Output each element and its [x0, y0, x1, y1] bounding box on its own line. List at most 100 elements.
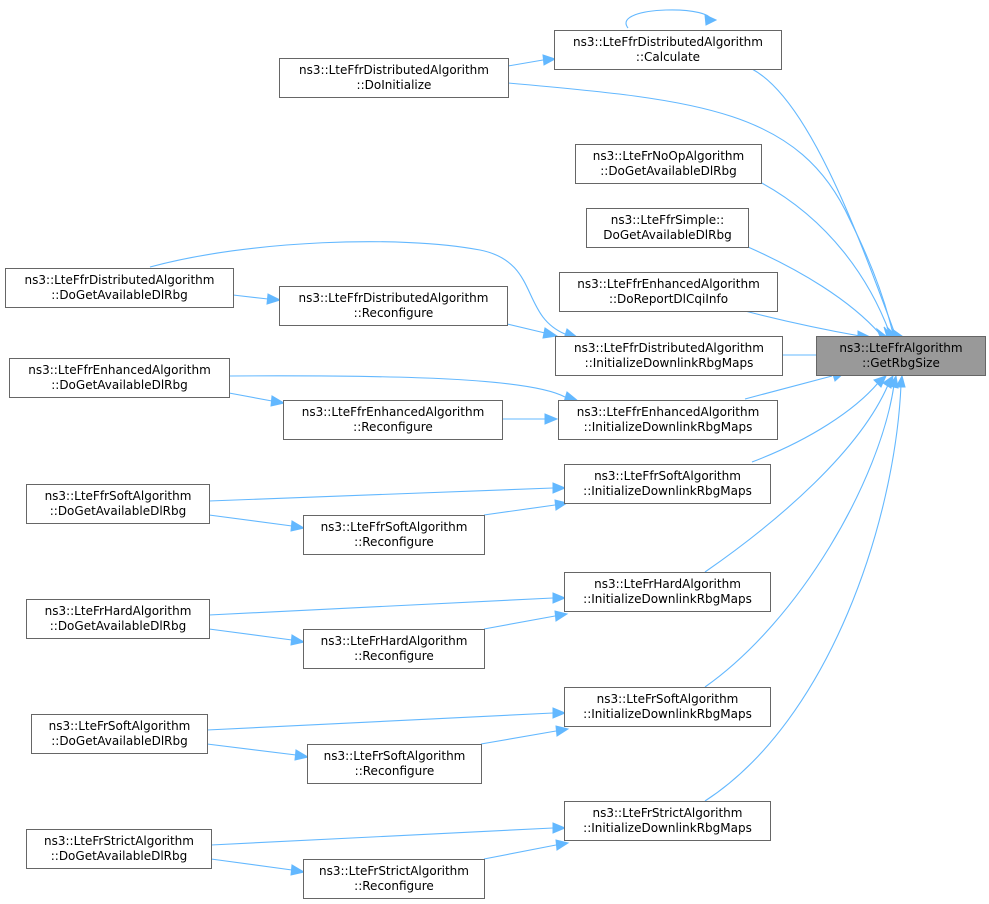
node-line1: ns3::LteFfrEnhancedAlgorithm: [301, 405, 485, 419]
node-line2: ::DoGetAvailableDlRbg: [51, 378, 188, 392]
node-line2: ::InitializeDownlinkRbgMaps: [583, 420, 753, 434]
arrowhead: [873, 375, 887, 388]
node-line1: ns3::LteFrStrictAlgorithm: [592, 806, 743, 820]
arrowhead: [555, 839, 570, 851]
node-ffrsimple-dogetavailabledlrbg[interactable]: ns3::LteFfrSimple:: DoGetAvailableDlRbg: [586, 208, 749, 248]
edge-dist-doinit-to-calculate: [507, 59, 544, 67]
node-line2: ::Reconfigure: [354, 879, 434, 893]
node-enhanced-doreportdlcqiinfo[interactable]: ns3::LteFfrEnhancedAlgorithm ::DoReportD…: [559, 272, 778, 312]
node-ffrsoft-initializedownlinkrbgmaps[interactable]: ns3::LteFfrSoftAlgorithm ::InitializeDow…: [564, 464, 771, 504]
edge-frhard-initmaps-to-target: [704, 384, 889, 573]
node-line2: ::Reconfigure: [353, 420, 433, 434]
node-dist-reconfigure[interactable]: ns3::LteFfrDistributedAlgorithm ::Reconf…: [279, 286, 508, 326]
node-line1: ns3::LteFrStrictAlgorithm: [319, 864, 469, 878]
node-line1: ns3::LteFfrEnhancedAlgorithm: [576, 405, 760, 419]
node-line2: ::DoGetAvailableDlRbg: [49, 504, 187, 518]
edge-ffrsoft-dl-to-ffrsoft-reconf: [208, 514, 293, 527]
arrowhead: [542, 327, 559, 339]
node-line1: ns3::LteFrHardAlgorithm: [320, 634, 468, 648]
node-line1: ns3::LteFfrSoftAlgorithm: [44, 489, 192, 503]
node-line2: ::DoGetAvailableDlRbg: [600, 164, 737, 178]
node-frstrict-reconfigure[interactable]: ns3::LteFrStrictAlgorithm ::Reconfigure: [303, 859, 485, 899]
edge-ffrsoft-dl-to-ffrsoft-initmaps: [208, 487, 554, 502]
node-line2: ::Calculate: [635, 50, 701, 64]
arrowhead: [552, 482, 567, 494]
node-dist-initializedownlinkrbgmaps[interactable]: ns3::LteFfrDistributedAlgorithm ::Initia…: [555, 336, 783, 376]
node-line2: ::GetRbgSize: [862, 356, 940, 370]
node-ffrsoft-dogetavailabledlrbg[interactable]: ns3::LteFfrSoftAlgorithm ::DoGetAvailabl…: [26, 484, 210, 524]
node-line2: ::DoGetAvailableDlRbg: [49, 619, 187, 633]
node-line2: ::DoReportDlCqiInfo: [608, 292, 729, 306]
node-line1: ns3::LteFfrDistributedAlgorithm: [573, 35, 763, 49]
edge-dist-dl-to-dist-reconf: [232, 294, 269, 300]
node-enhanced-dogetavailabledlrbg[interactable]: ns3::LteFfrEnhancedAlgorithm ::DoGetAvai…: [9, 358, 230, 398]
node-frsoft-reconfigure[interactable]: ns3::LteFrSoftAlgorithm ::Reconfigure: [307, 744, 482, 784]
arrowhead: [552, 822, 567, 834]
node-line2: ::InitializeDownlinkRbgMaps: [583, 484, 752, 498]
edge-frstrict-dl-to-frstrict-reconf: [210, 858, 293, 871]
node-line1: ns3::LteFfrDistributedAlgorithm: [574, 341, 764, 355]
edge-enh-initmaps-to-target: [744, 375, 833, 400]
edge-dist-dl-to-dist-initmaps: [149, 241, 566, 335]
node-dist-calculate[interactable]: ns3::LteFfrDistributedAlgorithm ::Calcul…: [554, 30, 782, 70]
node-line1: ns3::LteFrHardAlgorithm: [44, 604, 192, 618]
edge-ffrsimple-dl-to-target: [747, 246, 881, 335]
arrowhead: [542, 54, 557, 66]
arrowhead: [895, 374, 906, 388]
node-frstrict-initializedownlinkrbgmaps[interactable]: ns3::LteFrStrictAlgorithm ::InitializeDo…: [564, 801, 771, 841]
node-line2: ::Reconfigure: [354, 649, 434, 663]
edge-dist-doinit-to-target: [507, 82, 894, 335]
node-line2: ::Reconfigure: [353, 306, 434, 320]
edge-frstrict-dl-to-frstrict-initmaps: [210, 827, 554, 846]
node-line1: ns3::LteFrSoftAlgorithm: [596, 692, 739, 706]
edge-noop-dl-to-target: [759, 181, 891, 335]
edge-dist-reconf-to-dist-initmaps: [506, 323, 546, 334]
edge-frsoft-initmaps-to-target: [704, 384, 895, 688]
node-enhanced-reconfigure[interactable]: ns3::LteFfrEnhancedAlgorithm ::Reconfigu…: [283, 400, 503, 440]
node-ffrsoft-reconfigure[interactable]: ns3::LteFfrSoftAlgorithm ::Reconfigure: [303, 515, 485, 555]
edge-frsoft-reconf-to-frsoft-initmaps: [480, 730, 557, 745]
node-frsoft-initializedownlinkrbgmaps[interactable]: ns3::LteFrSoftAlgorithm ::InitializeDown…: [564, 687, 771, 727]
node-target-getrbgsize[interactable]: ns3::LteFfrAlgorithm ::GetRbgSize: [816, 336, 986, 376]
node-line2: DoGetAvailableDlRbg: [603, 228, 732, 242]
node-frhard-initializedownlinkrbgmaps[interactable]: ns3::LteFrHardAlgorithm ::InitializeDown…: [564, 572, 771, 612]
node-line2: ::Reconfigure: [354, 535, 434, 549]
node-line2: ::InitializeDownlinkRbgMaps: [584, 356, 754, 370]
node-noop-dogetavailabledlrbg[interactable]: ns3::LteFrNoOpAlgorithm ::DoGetAvailable…: [575, 144, 762, 184]
arrowhead: [552, 592, 567, 604]
node-line1: ns3::LteFfrSoftAlgorithm: [320, 520, 468, 534]
node-enhanced-initializedownlinkrbgmaps[interactable]: ns3::LteFfrEnhancedAlgorithm ::Initializ…: [558, 400, 778, 440]
node-line2: ::DoGetAvailableDlRbg: [50, 849, 188, 863]
edge-frsoft-dl-to-frsoft-reconf: [206, 743, 297, 756]
node-frstrict-dogetavailabledlrbg[interactable]: ns3::LteFrStrictAlgorithm ::DoGetAvailab…: [26, 829, 212, 869]
edge-enh-dl-to-enh-reconf: [228, 392, 273, 402]
node-frsoft-dogetavailabledlrbg[interactable]: ns3::LteFrSoftAlgorithm ::DoGetAvailable…: [31, 714, 208, 754]
arrowhead: [555, 725, 570, 737]
edge-enh-dl-to-enh-initmaps: [228, 375, 566, 398]
node-line1: ns3::LteFfrSoftAlgorithm: [594, 469, 741, 483]
node-line2: ::InitializeDownlinkRbgMaps: [583, 592, 752, 606]
arrowhead: [270, 395, 286, 407]
edge-calculate-to-target: [751, 68, 896, 335]
node-line1: ns3::LteFrStrictAlgorithm: [44, 834, 194, 848]
edge-enh-cqi-to-target: [744, 310, 861, 337]
node-line1: ns3::LteFrHardAlgorithm: [594, 577, 741, 591]
arrowhead: [290, 520, 306, 532]
arrowhead: [704, 14, 718, 26]
node-dist-doinitialize[interactable]: ns3::LteFfrDistributedAlgorithm ::DoInit…: [279, 58, 509, 98]
node-line1: ns3::LteFfrEnhancedAlgorithm: [28, 363, 211, 377]
node-frhard-reconfigure[interactable]: ns3::LteFrHardAlgorithm ::Reconfigure: [303, 629, 485, 669]
node-line1: ns3::LteFfrDistributedAlgorithm: [299, 63, 489, 77]
node-dist-dogetavailabledlrbg[interactable]: ns3::LteFfrDistributedAlgorithm ::DoGetA…: [5, 268, 234, 308]
node-line1: ns3::LteFfrSimple::: [610, 213, 725, 227]
arrowhead: [290, 864, 306, 876]
edge-calculate-self-loop: [625, 9, 711, 29]
edge-frsoft-dl-to-frsoft-initmaps: [206, 712, 554, 731]
node-frhard-dogetavailabledlrbg[interactable]: ns3::LteFrHardAlgorithm ::DoGetAvailable…: [26, 599, 210, 639]
node-line2: ::InitializeDownlinkRbgMaps: [583, 707, 752, 721]
node-line2: ::DoGetAvailableDlRbg: [51, 734, 188, 748]
node-line1: ns3::LteFfrEnhancedAlgorithm: [577, 277, 760, 291]
node-line1: ns3::LteFfrAlgorithm: [839, 341, 963, 355]
arrowhead: [544, 413, 559, 425]
